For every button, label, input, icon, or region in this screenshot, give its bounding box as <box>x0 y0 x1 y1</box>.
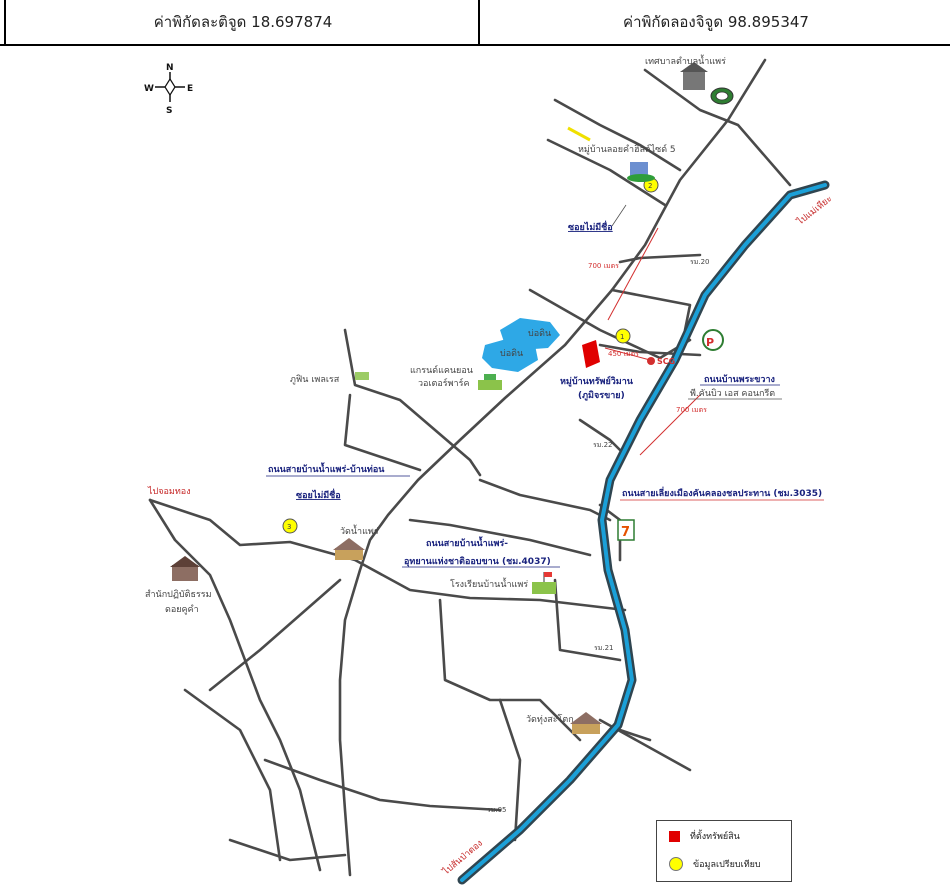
municipality-label: เทศบาลตำบลน้ำแพร่ <box>645 54 726 67</box>
main-highway-4037 <box>338 118 730 877</box>
road-sw-3 <box>228 838 347 862</box>
marker-2-label: 2 <box>648 182 652 190</box>
distance-450: 450 เมตร <box>608 350 639 358</box>
wat-nampra-label: วัดน้ำแพร่ <box>340 524 379 537</box>
subject-property-marker[interactable] <box>582 340 600 368</box>
unnamed-road-1-leader <box>611 204 627 227</box>
legend-subject-label: ที่ตั้งทรัพย์สิน <box>690 832 740 842</box>
seven-eleven-icon: 7 <box>617 519 635 541</box>
temple-icon <box>333 538 365 560</box>
road-top-2 <box>726 58 767 122</box>
unnamed-road-1-label: ซอยไม่มีชื่อ <box>568 220 613 233</box>
legend-comparison-label: ข้อมูลเปรียบเทียบ <box>693 860 761 870</box>
compass-south: S <box>166 106 172 116</box>
school-label: โรงเรียนบ้านน้ำแพร่ <box>450 577 528 590</box>
road-mid-1 <box>528 288 692 360</box>
svg-text:7: 7 <box>621 525 630 540</box>
compass-east: E <box>187 84 193 94</box>
irrigation-canal <box>457 180 830 885</box>
latitude-label: ค่าพิกัดละติจูด 18.697874 <box>4 0 480 44</box>
road-nampra-park-label-1: ถนนสายบ้านน้ำแพร่- <box>426 536 508 549</box>
pond-2-label: บ่อดิน <box>500 348 523 359</box>
legend-comparison-row: ข้อมูลเปรียบเทียบ <box>669 855 761 873</box>
pufin-house-icon <box>355 372 369 380</box>
road-top-5 <box>618 253 702 264</box>
road-no-bottom: รม.05 <box>487 806 507 814</box>
pond-1-label: บ่อดิน <box>528 328 551 339</box>
pt-concrete-label: พี.คันบิว เอส คอนกรีต <box>690 388 775 399</box>
road-mid-2 <box>610 288 692 332</box>
to-chom-thong-label: ไปจอมทอง <box>147 486 191 497</box>
scg-logo-icon: SCG <box>647 357 675 366</box>
road-center-1 <box>438 598 582 742</box>
road-network <box>148 58 792 877</box>
longitude-label: ค่าพิกัดลองจิจูด 98.895347 <box>478 0 950 44</box>
wat-thung-satok-label: วัดทุ่งสะโตก <box>526 714 574 725</box>
road-ring-canal-label: ถนนสายเลี่ยงเมืองคันคลองชลประทาน (ชม.303… <box>622 486 822 499</box>
legend-red-square-icon <box>669 830 680 842</box>
monastery-icon <box>170 556 200 581</box>
school-icon <box>532 572 556 594</box>
svg-text:P: P <box>706 336 714 349</box>
marker-1-label: 1 <box>620 333 624 341</box>
road-left-branch <box>343 328 482 477</box>
waterpark-label-2: วอเตอร์พาร์ค <box>418 377 469 389</box>
road-nampra-bantuan-label: ถนนสายบ้านน้ำแพร่-บ้านท่อน <box>268 462 385 475</box>
road-yellow-segment <box>567 126 591 142</box>
compass-north: N <box>166 63 174 73</box>
legend-subject-row: ที่ตั้งทรัพย์สิน <box>669 827 740 845</box>
road-center-3 <box>408 518 592 557</box>
village-house-icon <box>627 162 655 182</box>
road-top-1 <box>643 68 792 187</box>
road-center-4 <box>553 578 622 662</box>
compass-west: W <box>144 84 154 94</box>
subject-village-label-1: หมู่บ้านทรัพย์วิมาน <box>560 375 634 387</box>
monastery-label-1: สำนักปฏิบัติธรรม <box>145 589 212 600</box>
legend-yellow-circle-icon <box>669 857 683 871</box>
municipality-building-icon <box>680 62 708 90</box>
distance-700-right: 700 เมตร <box>676 406 707 414</box>
to-mae-hia-label: ไปแม่เหียะ <box>794 193 834 228</box>
road-south-5 <box>578 418 622 452</box>
road-sw-diag <box>208 578 342 692</box>
road-south-2 <box>263 758 502 812</box>
road-phra-khwang-label: ถนนบ้านพระขวาง <box>704 374 775 385</box>
distance-700-top: 700 เมตร <box>588 262 619 270</box>
road-bottom-left <box>148 498 322 872</box>
map-legend: ที่ตั้งทรัพย์สิน ข้อมูลเปรียบเทียบ <box>656 820 792 882</box>
road-no-top: รม.20 <box>690 258 710 266</box>
coordinates-header: ค่าพิกัดละติจูด 18.697874 ค่าพิกัดลองจิจ… <box>0 0 950 46</box>
distance-leaders <box>604 227 701 456</box>
unnamed-road-3-label: ซอยไม่มีชื่อ <box>296 488 341 501</box>
marker-3-label: 3 <box>287 523 291 531</box>
pufin-label: ภูฟิน เพลเรส <box>290 374 340 385</box>
pond-2 <box>482 338 538 372</box>
waterpark-label-1: แกรนด์แคนยอน <box>410 364 473 376</box>
ponds: บ่อดิน บ่อดิน <box>482 318 560 372</box>
temple-thung-satok-icon <box>570 712 602 734</box>
road-left-loop <box>343 393 422 472</box>
road-south-1 <box>498 698 522 842</box>
road-no-lower: รม.21 <box>594 644 614 652</box>
scg-label: SCG <box>657 357 675 366</box>
road-sw-2 <box>183 688 282 862</box>
compass-rose: N S E W <box>144 63 193 116</box>
waterpark-icon <box>478 374 502 390</box>
road-south-4 <box>618 728 652 742</box>
road-number-boxes: รม.20 รม.22 รม.21 รม.05 <box>487 258 710 814</box>
road-top-4 <box>546 138 667 207</box>
stadium-icon <box>710 87 734 105</box>
pt-station-icon: P <box>702 329 724 351</box>
monastery-label-2: ดอยคูคำ <box>165 604 199 615</box>
village-top-label: หมู่บ้านลอยคำฮิลล์ไซด์ 5 <box>578 143 676 155</box>
subject-village-label-2: (ภูมิจรขาย) <box>578 390 625 401</box>
road-no-mid: รม.22 <box>593 441 613 449</box>
road-top-3 <box>553 98 682 172</box>
road-nampra-park-label-2: อุทยานแห่งชาติออบขาน (ชม.4037) <box>404 556 551 567</box>
road-center-2 <box>478 478 612 522</box>
